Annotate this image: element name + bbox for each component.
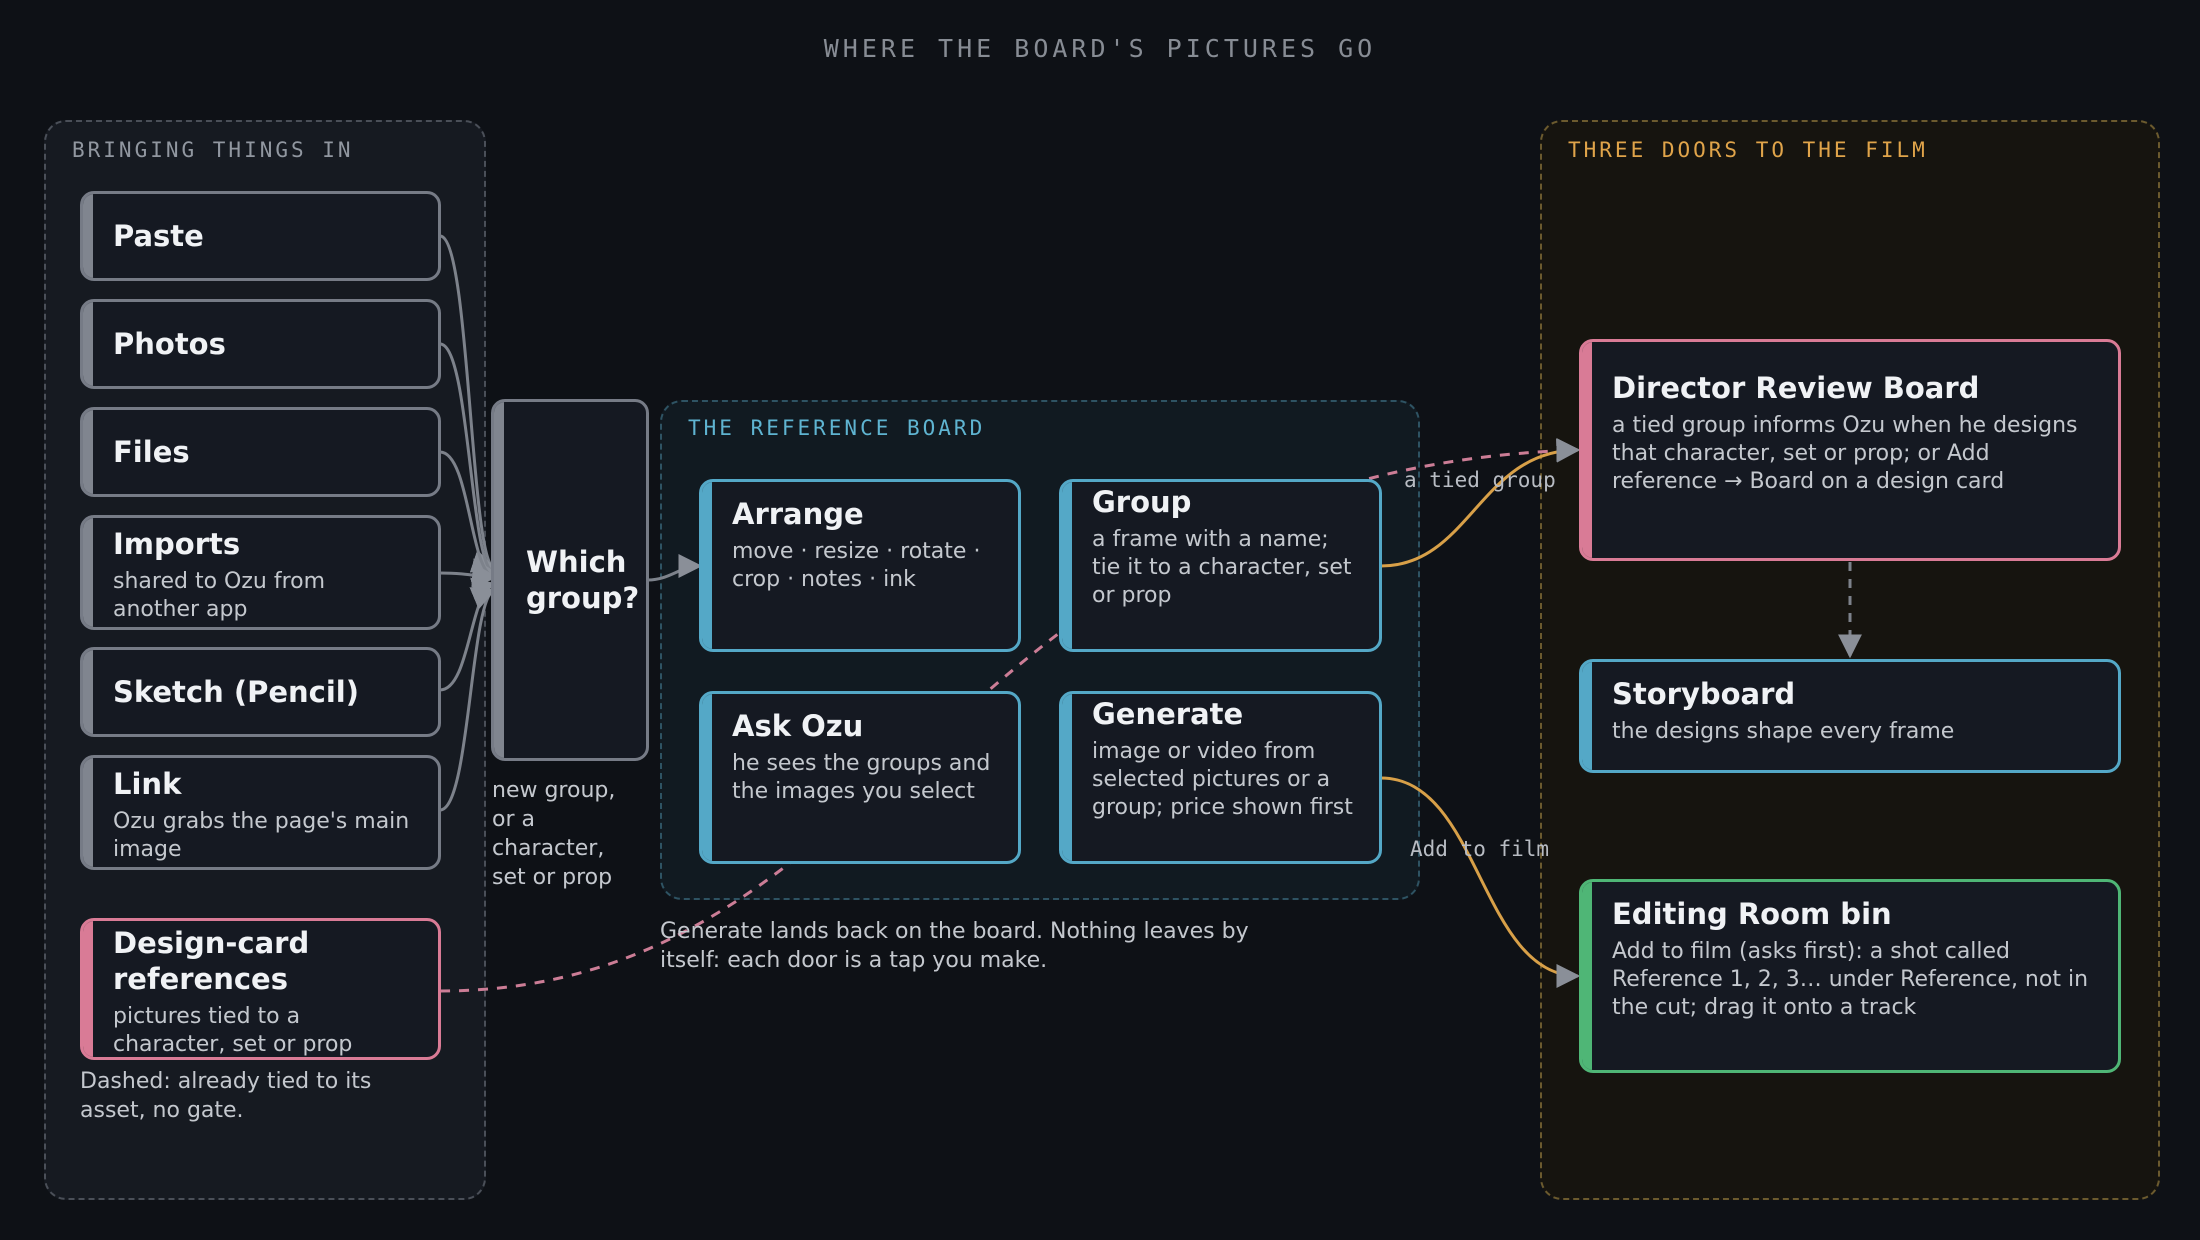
source-files-title: Files xyxy=(113,435,190,469)
board-generate-sub: image or video from selected pictures or… xyxy=(1092,739,1353,820)
board-ask-ozu: Ask Ozu he sees the groups and the image… xyxy=(699,691,1021,864)
board-arrange-sub: move · resize · rotate · crop · notes · … xyxy=(732,539,981,592)
source-link: Link Ozu grabs the page's main image xyxy=(80,755,441,870)
source-design-card-references: Design-card references pictures tied to … xyxy=(80,918,441,1060)
edge-photos-gate xyxy=(439,342,497,582)
zone-film-label: THREE DOORS TO THE FILM xyxy=(1568,138,1928,162)
film-storyboard-sub: the designs shape every frame xyxy=(1612,719,1955,744)
intake-note: Dashed: already tied to its asset, no ga… xyxy=(80,1069,372,1123)
film-review-title: Director Review Board xyxy=(1612,371,1980,405)
board-ask-sub: he sees the groups and the images you se… xyxy=(732,751,991,804)
board-group-title: Group xyxy=(1092,485,1192,519)
source-imports-sub: shared to Ozu from another app xyxy=(113,569,326,622)
source-files: Files xyxy=(80,407,441,497)
edge-label-add-to-film: Add to film xyxy=(1410,837,1550,861)
edge-group-review xyxy=(1380,438,1581,568)
film-editing-title: Editing Room bin xyxy=(1612,897,1892,931)
source-imports: Imports shared to Ozu from another app xyxy=(80,515,441,630)
edge-label-tied-group: a tied group xyxy=(1404,468,1556,492)
source-link-title: Link xyxy=(113,767,182,801)
board-arrange-title: Arrange xyxy=(732,497,864,531)
film-storyboard-title: Storyboard xyxy=(1612,677,1796,711)
gate-note: new group, or a character, set or prop xyxy=(492,778,616,890)
source-paste-title: Paste xyxy=(113,219,204,253)
edge-link-gate xyxy=(439,587,497,812)
film-storyboard: Storyboard the designs shape every frame xyxy=(1579,659,2121,773)
film-editing-room-bin: Editing Room bin Add to film (asks first… xyxy=(1579,879,2121,1073)
board-group-sub: a frame with a name; tie it to a charact… xyxy=(1092,527,1352,608)
film-director-review-board: Director Review Board a tied group infor… xyxy=(1579,339,2121,561)
film-review-sub: a tied group informs Ozu when he designs… xyxy=(1612,413,2078,494)
source-design-card-sub: pictures tied to a character, set or pro… xyxy=(113,1004,353,1057)
board-ask-title: Ask Ozu xyxy=(732,709,864,743)
zone-intake-label: BRINGING THINGS IN xyxy=(72,138,354,162)
board-note: Generate lands back on the board. Nothin… xyxy=(660,919,1249,973)
source-design-card-title: Design-card references xyxy=(113,926,310,996)
board-generate: Generate image or video from selected pi… xyxy=(1059,691,1382,864)
gate-which-group: Which group? xyxy=(491,399,649,761)
gate-title: Which group? xyxy=(526,545,640,615)
source-photos: Photos xyxy=(80,299,441,389)
edge-gate-arrange xyxy=(647,554,703,582)
board-generate-title: Generate xyxy=(1092,697,1244,731)
board-group: Group a frame with a name; tie it to a c… xyxy=(1059,479,1382,652)
source-photos-title: Photos xyxy=(113,327,226,361)
source-link-sub: Ozu grabs the page's main image xyxy=(113,809,410,862)
edge-paste-gate xyxy=(439,234,497,573)
board-arrange: Arrange move · resize · rotate · crop · … xyxy=(699,479,1021,652)
edge-generate-editing xyxy=(1380,776,1581,988)
diagram-title: WHERE THE BOARD'S PICTURES GO xyxy=(823,34,1377,63)
source-imports-title: Imports xyxy=(113,527,241,561)
source-sketch: Sketch (Pencil) xyxy=(80,647,441,737)
zone-board-label: THE REFERENCE BOARD xyxy=(688,416,986,440)
edge-imports-gate xyxy=(439,563,497,588)
film-editing-sub: Add to film (asks first): a shot called … xyxy=(1612,939,2089,1020)
source-paste: Paste xyxy=(80,191,441,281)
source-sketch-title: Sketch (Pencil) xyxy=(113,675,360,709)
